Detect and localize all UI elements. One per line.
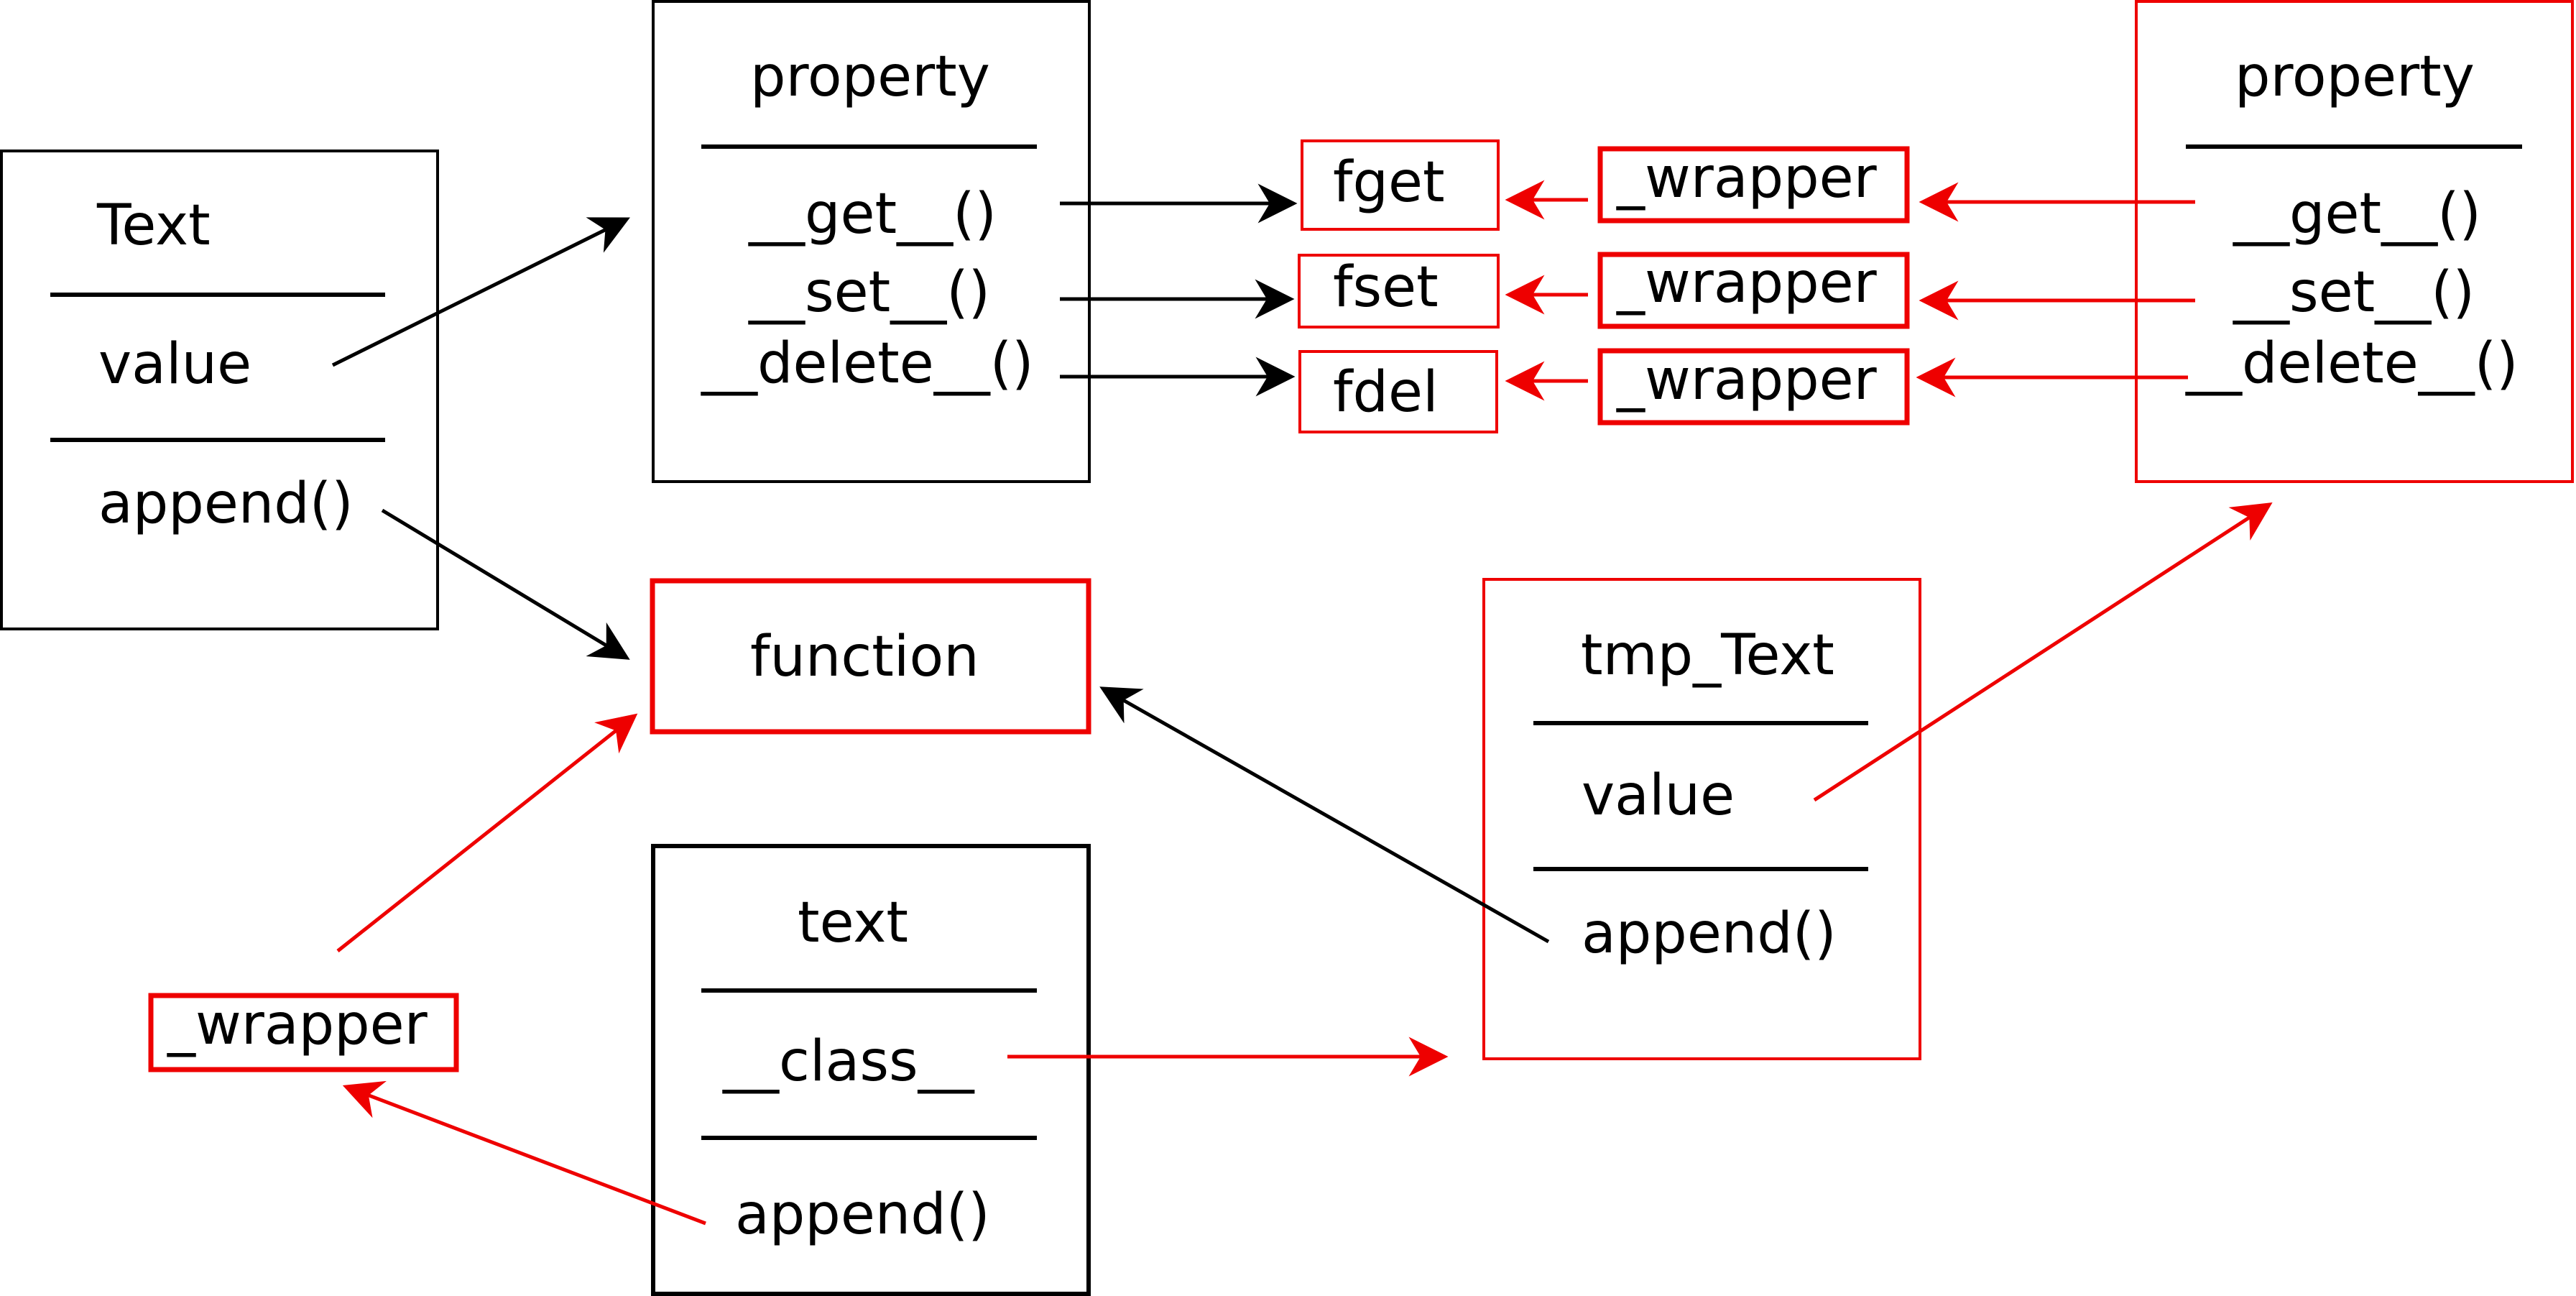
fset-box: fset <box>1298 254 1500 328</box>
property-left-frame <box>652 0 1091 483</box>
property-left-get: __get__() <box>748 182 997 247</box>
text-class-frame <box>0 150 439 630</box>
property-right-set: __set__() <box>2233 260 2475 325</box>
text-class-method: append() <box>98 472 354 536</box>
wrapper-bottom-box: _wrapper <box>148 993 459 1072</box>
tmp-text-frame <box>1482 578 1921 1060</box>
function-label: function <box>750 625 979 689</box>
fget-label: fget <box>1333 150 1445 215</box>
text-class-title: Text <box>96 193 211 258</box>
wrapper-del-frame <box>1597 348 1910 426</box>
wrapper-set-box: _wrapper <box>1597 251 1910 329</box>
arrow-tmp-append-to-function <box>1099 686 1550 944</box>
text-class-box: Text value append() <box>0 150 439 630</box>
fget-frame <box>1301 139 1500 231</box>
fdel-label: fdel <box>1333 360 1439 425</box>
fdel-box: fdel <box>1298 350 1498 433</box>
wrapper-bottom-frame <box>148 993 459 1072</box>
property-left-delete: __delete__() <box>701 331 1034 396</box>
property-right-frame <box>2135 0 2574 483</box>
function-box: function <box>650 578 1091 735</box>
property-left-title: property <box>750 45 990 109</box>
text-instance-title: text <box>798 891 908 955</box>
arrow-tmp-value-to-property <box>1813 502 2273 802</box>
text-instance-frame <box>651 844 1091 1296</box>
text-instance-method: append() <box>735 1182 990 1247</box>
fget-box: fget <box>1301 139 1500 231</box>
tmp-text-attr: value <box>1582 763 1735 828</box>
text-class-attr: value <box>98 332 251 397</box>
wrapper-bottom-label: _wrapper <box>167 993 428 1057</box>
wrapper-del-label: _wrapper <box>1616 348 1878 413</box>
tmp-text-title: tmp_Text <box>1581 623 1834 688</box>
property-right-title: property <box>2235 45 2475 109</box>
property-right-box: property __get__() __set__() __delete__(… <box>2135 0 2574 483</box>
wrapper-get-frame <box>1597 146 1910 224</box>
function-frame <box>650 578 1091 735</box>
tmp-text-method: append() <box>1582 901 1837 966</box>
fdel-frame <box>1298 350 1498 433</box>
text-instance-attr: __class__ <box>722 1029 975 1094</box>
property-right-delete: __delete__() <box>2185 331 2519 396</box>
property-left-set: __set__() <box>748 260 990 325</box>
wrapper-set-frame <box>1597 252 1910 329</box>
arrow-append-to-wrapper <box>342 1080 706 1226</box>
arrow-wrapper-to-function <box>336 713 638 952</box>
arrow-value-to-property <box>331 217 630 367</box>
property-right-get: __get__() <box>2233 182 2481 247</box>
wrapper-del-box: _wrapper <box>1597 348 1910 426</box>
fset-frame <box>1298 254 1500 328</box>
property-left-box: property __get__() __set__() __delete__(… <box>652 0 1091 483</box>
wrapper-get-box: _wrapper <box>1597 146 1910 224</box>
fset-label: fset <box>1333 255 1439 320</box>
wrapper-set-label: _wrapper <box>1616 251 1878 316</box>
tmp-text-box: tmp_Text value append() <box>1482 578 1921 1060</box>
wrapper-get-label: _wrapper <box>1616 146 1878 211</box>
arrow-append-to-function <box>381 508 630 660</box>
text-instance-box: text __class__ append() <box>651 844 1091 1296</box>
